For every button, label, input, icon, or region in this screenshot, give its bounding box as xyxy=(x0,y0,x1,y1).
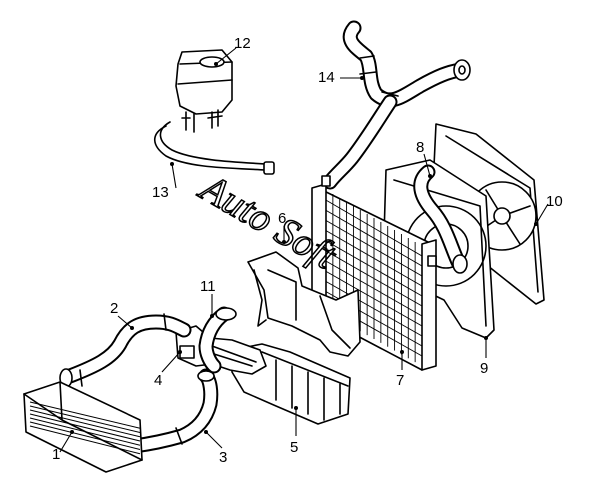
callout-5: 5 xyxy=(290,439,298,456)
air-duct-bracket xyxy=(247,251,361,357)
callout-14: 14 xyxy=(318,69,335,86)
callout-leaders xyxy=(59,47,549,453)
callout-4: 4 xyxy=(154,372,162,389)
intercooler-upper-hose xyxy=(59,313,192,388)
radiator-fins xyxy=(325,194,423,363)
callout-11: 11 xyxy=(200,278,216,295)
intercooler-fins xyxy=(29,401,141,455)
callout-7: 7 xyxy=(396,372,404,389)
intake-pipe xyxy=(198,306,237,374)
callout-8: 8 xyxy=(416,139,424,156)
callout-1: 1 xyxy=(52,446,60,463)
callout-2: 2 xyxy=(110,300,118,317)
callout-10: 10 xyxy=(546,193,563,210)
tank-overflow-hose xyxy=(153,121,275,175)
callout-13: 13 xyxy=(152,184,169,201)
intake-air-duct xyxy=(175,325,267,375)
callout-12: 12 xyxy=(234,35,251,52)
intercooler-lower-hose xyxy=(126,368,219,454)
callout-6: 6 xyxy=(278,210,286,227)
callout-3: 3 xyxy=(219,449,227,466)
callout-9: 9 xyxy=(480,360,488,377)
intercooler xyxy=(23,381,143,473)
callout-labels: 1 2 3 4 5 6 7 8 9 10 11 12 13 14 xyxy=(52,35,563,466)
upper-radiator-hose xyxy=(322,20,471,190)
lower-radiator-hose xyxy=(413,164,468,274)
expansion-tank xyxy=(175,49,233,133)
